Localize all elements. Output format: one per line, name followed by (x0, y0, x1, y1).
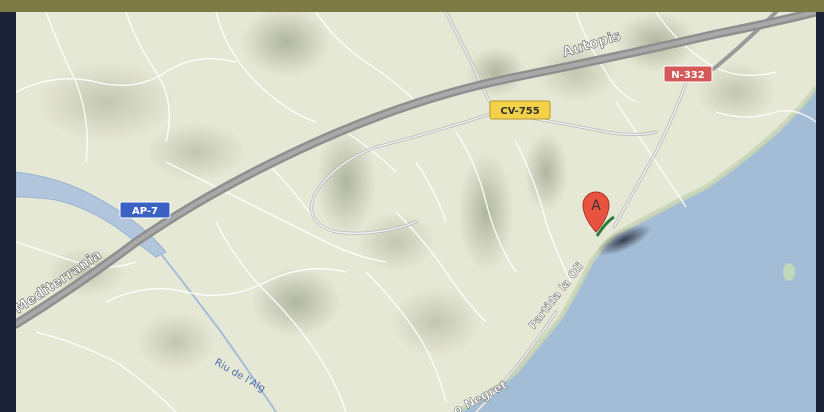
marker-letter: A (591, 198, 601, 214)
river-line (160, 253, 277, 412)
islet (783, 263, 795, 281)
n332-shield: N-332 (663, 65, 713, 83)
ap7-shield-text: AP-7 (132, 206, 158, 217)
ap7-shield: AP-7 (119, 201, 171, 219)
location-marker-a[interactable]: A (582, 191, 615, 237)
sea-area (456, 87, 816, 412)
map-pin-icon[interactable] (582, 191, 610, 233)
terrain-shading (36, 12, 776, 372)
cv755-shield: CV-755 (489, 100, 551, 120)
marker-shadow (596, 224, 652, 256)
map-view[interactable]: Mediterrania Autopis Partida la Oli o Ne… (16, 12, 816, 412)
top-border-bar (0, 0, 824, 12)
right-edge-strip (816, 12, 824, 412)
n332-shield-text: N-332 (671, 70, 704, 81)
map-canvas[interactable]: Mediterrania Autopis Partida la Oli o Ne… (16, 12, 816, 412)
left-edge-strip (0, 12, 16, 412)
route-stub (595, 215, 615, 237)
cv755-shield-text: CV-755 (500, 106, 539, 117)
